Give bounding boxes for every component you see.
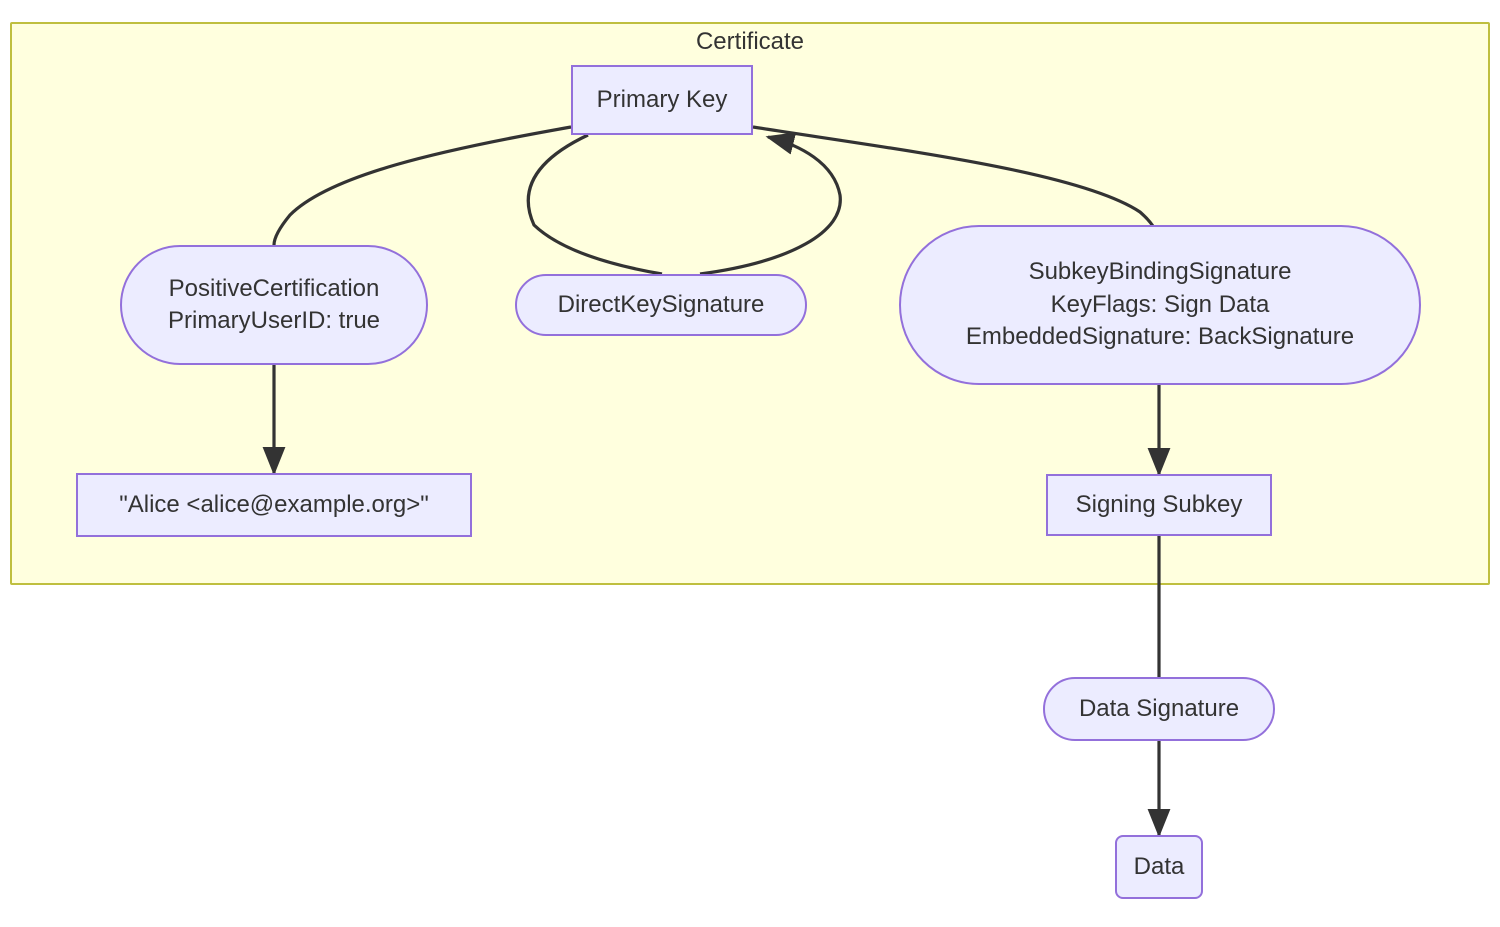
node-label-line: PositiveCertification — [168, 274, 380, 302]
node-data[interactable]: Data — [1115, 835, 1203, 899]
node-label-line: "Alice <alice@example.org>" — [119, 490, 429, 518]
node-label-line: SubkeyBindingSignature — [1028, 258, 1292, 286]
node-primary-key[interactable]: Primary Key — [571, 65, 753, 135]
node-label-line: EmbeddedSignature: BackSignature — [965, 323, 1355, 351]
node-label-line: Signing Subkey — [1075, 490, 1243, 518]
node-signing-subkey[interactable]: Signing Subkey — [1046, 474, 1272, 536]
node-data-signature[interactable]: Data Signature — [1043, 677, 1275, 741]
node-direct-key-signature[interactable]: DirectKeySignature — [515, 274, 807, 336]
node-label-line: KeyFlags: Sign Data — [1050, 290, 1270, 318]
node-label-line: DirectKeySignature — [557, 290, 765, 318]
node-label-line: Data Signature — [1078, 694, 1240, 722]
node-label-line: PrimaryUserID: true — [167, 307, 381, 334]
node-label-line: Primary Key — [596, 85, 728, 113]
node-label-line: Data — [1133, 852, 1185, 880]
subgraph-label-certificate: Certificate — [695, 28, 805, 55]
node-user-id[interactable]: "Alice <alice@example.org>" — [76, 473, 472, 537]
